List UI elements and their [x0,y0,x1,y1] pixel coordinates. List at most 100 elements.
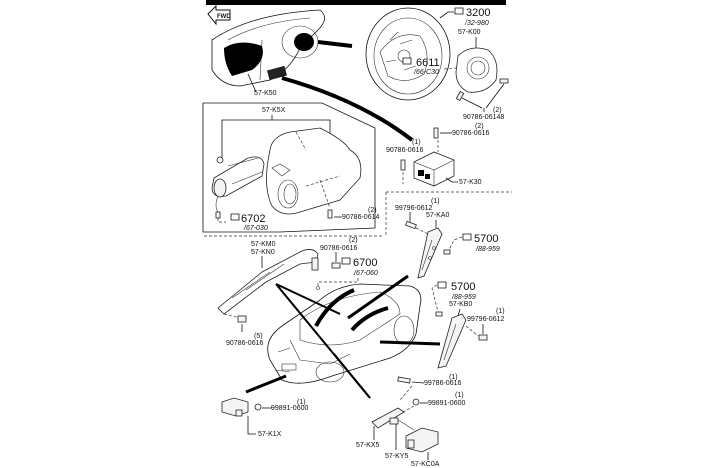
dashed-leader [465,325,479,337]
qty-label: (1) [431,198,440,205]
ref-number: 5700 [451,281,475,293]
ref-sub: /67-030 [243,225,268,232]
part-label-driver-airbag: 57-K00 [458,29,481,36]
reference-icon [230,213,240,221]
qty-label: (2) [368,207,377,214]
dashed-leader [447,236,463,253]
callout-line [275,283,341,315]
fastener-icon [216,156,224,164]
harness-ref-callout: 6702 /67-030 [230,213,268,232]
dashed-leader [317,278,359,286]
leader-line [247,416,256,435]
leader-line [445,177,458,183]
side-front-ref-callout: 5700 /88-959 [462,233,500,253]
part-label-bolt: 90786-0616 [320,245,357,252]
wheel-ref-callout: 3200 /32-980 [454,7,490,27]
part-label-side-airbag-rear: 57-KB0 [449,301,472,308]
side-sensor-unit [405,427,439,453]
ref-sub: /88-959 [475,246,500,253]
leader-line [461,83,505,112]
leader-line [439,11,454,19]
clip-icon [443,249,451,255]
qty-label: (1) [412,139,421,146]
part-label-bolt: 99796-0612 [395,205,432,212]
passenger-airbag-inflator [211,156,265,198]
dashed-leader [443,67,457,70]
part-label-bolt: 99796-0612 [467,316,504,323]
qty-label: (1) [496,308,505,315]
dashed-leader [415,227,429,235]
reference-icon [437,281,447,289]
curtain-harness-ref-callout: 6700 /67-060 [341,257,378,277]
side-rear-ref-callout: 5700 /88-959 [437,281,476,301]
dashed-leader [399,385,415,415]
part-label-nut: 99891-0600 [428,400,465,407]
dashboard-illustration [211,9,325,87]
clip-icon [316,286,320,290]
front-crash-sensor [221,397,249,417]
ref-sub: /32-980 [464,20,489,27]
nut-icon [412,398,420,406]
part-label-control-unit: 57-K30 [459,179,482,186]
qty-label: (1) [449,374,458,381]
curtain-airbag [217,249,319,315]
callout-line [350,306,389,332]
part-label-passenger-airbag-module: 57-K5X [262,107,286,114]
connector-icon [215,211,221,219]
wire-harness [397,419,415,431]
top-border-bar [206,0,506,5]
section-divider [204,191,512,237]
part-label-sensor-unit: 57-KC0A [411,461,440,468]
fwd-direction-arrow: FWD [207,4,231,26]
reference-icon [454,7,464,15]
callout-line [347,274,409,320]
bolt-icon [327,209,333,219]
part-label-bracket: 57-KX5 [356,442,379,449]
ref-number: 6702 [241,213,265,225]
callout-line [379,340,441,346]
bolt-icon [331,262,341,269]
steering-wheel-illustration [365,7,451,101]
fwd-label: FWD [217,14,231,20]
ref-number: 6611 [416,57,440,69]
part-label-side-airbag-front: 57-KA0 [426,212,449,219]
side-sensor-bracket [371,407,405,429]
part-label-bolt: 90786-0616 [452,130,489,137]
leader-line [411,381,425,384]
qty-label: (2) [349,237,358,244]
reference-icon [462,233,472,241]
bolt-icon [397,376,411,384]
callout-line [333,353,371,399]
passenger-airbag-cover [266,127,362,215]
part-label-passenger-airbag-assembly: 57-K50 [254,90,277,97]
ref-sub: /67-060 [353,270,378,277]
qty-label: (5) [254,333,263,340]
dashed-leader [402,140,439,184]
passenger-airbag-group-box [202,102,376,233]
part-label-bolt: 99786-0616 [424,380,461,387]
side-crash-sensor [389,417,399,425]
ref-number: 6700 [353,257,377,269]
part-label-curtain-airbag-right: 57-KN0 [251,249,275,256]
leader-line [457,308,461,317]
nut-icon [254,403,262,411]
qty-label: (2) [475,123,484,130]
bolt-icon [455,78,509,102]
ref-number: 3200 [466,7,490,19]
side-airbag-front [417,227,443,279]
leader-line [247,73,257,93]
part-label-curtain-airbag-left: 57-KM0 [251,241,276,248]
callout-line [314,288,355,327]
bolt-icon [405,220,417,230]
part-label-bolt: 90786-0616 [226,340,263,347]
driver-airbag-module [455,47,498,93]
ref-sub: /88-959 [451,294,476,301]
dashed-leader [217,218,226,223]
callout-line [281,76,414,142]
reference-icon [341,257,351,265]
qty-label: (1) [297,399,306,406]
bolt-icon [433,127,439,139]
side-airbag-rear [437,313,467,369]
dashed-leader [223,313,241,319]
